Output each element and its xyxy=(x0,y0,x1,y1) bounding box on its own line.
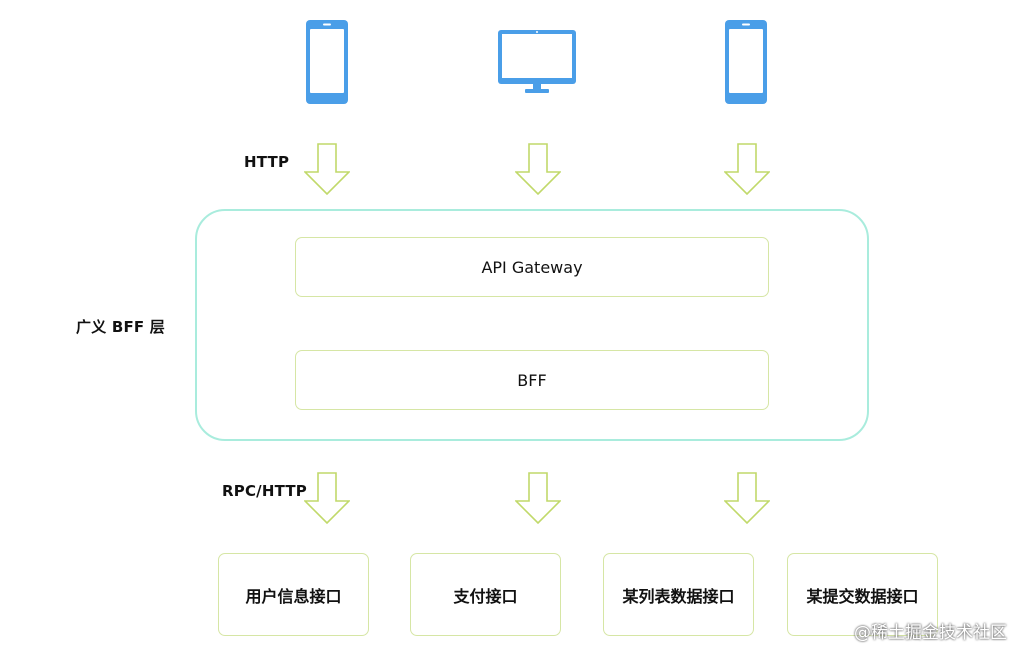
bff-label: BFF xyxy=(517,370,547,390)
service-label: 某提交数据接口 xyxy=(806,586,919,606)
service-box-submit-data: 某提交数据接口 xyxy=(787,553,938,636)
watermark: @稀土掘金技术社区 xyxy=(854,623,1007,643)
bff-layer-label: 广义 BFF 层 xyxy=(76,318,165,336)
service-box-user-info: 用户信息接口 xyxy=(218,553,369,636)
http-label: HTTP xyxy=(244,153,290,171)
mobile-phone-icon xyxy=(725,20,767,104)
service-label: 某列表数据接口 xyxy=(622,586,735,606)
api-gateway-box: API Gateway xyxy=(295,237,769,297)
arrow-down-icon xyxy=(515,472,561,524)
service-box-list-data: 某列表数据接口 xyxy=(603,553,754,636)
desktop-monitor-icon xyxy=(498,30,576,93)
service-label: 用户信息接口 xyxy=(245,586,342,606)
arrow-down-icon xyxy=(304,472,350,524)
service-box-payment: 支付接口 xyxy=(410,553,561,636)
bff-box: BFF xyxy=(295,350,769,410)
api-gateway-label: API Gateway xyxy=(481,257,583,277)
arrow-down-icon xyxy=(724,143,770,195)
rpc-http-label: RPC/HTTP xyxy=(222,482,307,500)
arrow-down-icon xyxy=(304,143,350,195)
bff-layer-container xyxy=(195,209,869,441)
mobile-phone-icon xyxy=(306,20,348,104)
arrow-down-icon xyxy=(724,472,770,524)
arrow-down-icon xyxy=(515,143,561,195)
service-label: 支付接口 xyxy=(453,586,518,606)
